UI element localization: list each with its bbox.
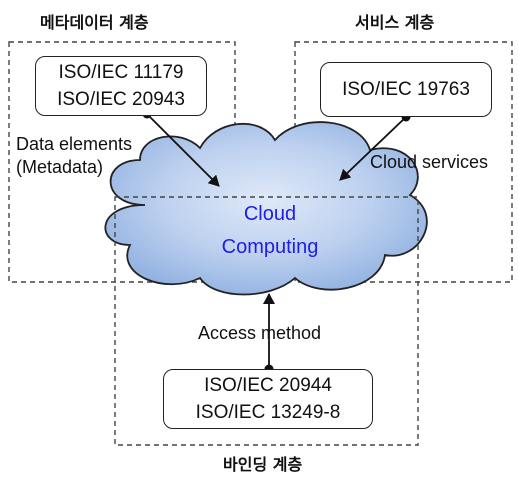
access-method-label: Access method — [198, 323, 322, 343]
service-connector-arrow — [339, 116, 407, 181]
data-elements-line-1: Data elements — [16, 134, 133, 154]
metadata-connector-arrow — [146, 113, 220, 187]
metadata-standard-1: ISO/IEC 11179 — [58, 62, 184, 83]
binding-standard-1: ISO/IEC 20944 — [204, 375, 332, 396]
binding-standards-box: ISO/IEC 20944 ISO/IEC 13249-8 — [163, 369, 373, 429]
cloud-title: Cloud Computing — [200, 201, 340, 261]
cloud-title-line-1: Cloud — [243, 203, 297, 225]
service-standard-1: ISO/IEC 19763 — [342, 79, 470, 100]
metadata-standards-box: ISO/IEC 11179 ISO/IEC 20943 — [35, 56, 207, 116]
binding-layer-title: 바인딩 계층 — [223, 455, 303, 474]
binding-layer-frame — [114, 196, 419, 446]
service-standards-box: ISO/IEC 19763 — [320, 62, 492, 117]
cloud-services-label: Cloud services — [370, 152, 489, 172]
service-layer-title: 서비스 계층 — [355, 13, 435, 32]
cloud-shape — [104, 121, 428, 296]
metadata-layer-title: 메타데이터 계층 — [40, 13, 149, 32]
data-elements-line-2: (Metadata) — [16, 157, 104, 177]
metadata-standard-2: ISO/IEC 20943 — [57, 89, 185, 110]
data-elements-label: Data elements (Metadata) — [16, 133, 132, 179]
binding-standard-2: ISO/IEC 13249-8 — [195, 402, 341, 423]
cloud-title-line-2: Computing — [221, 236, 319, 258]
